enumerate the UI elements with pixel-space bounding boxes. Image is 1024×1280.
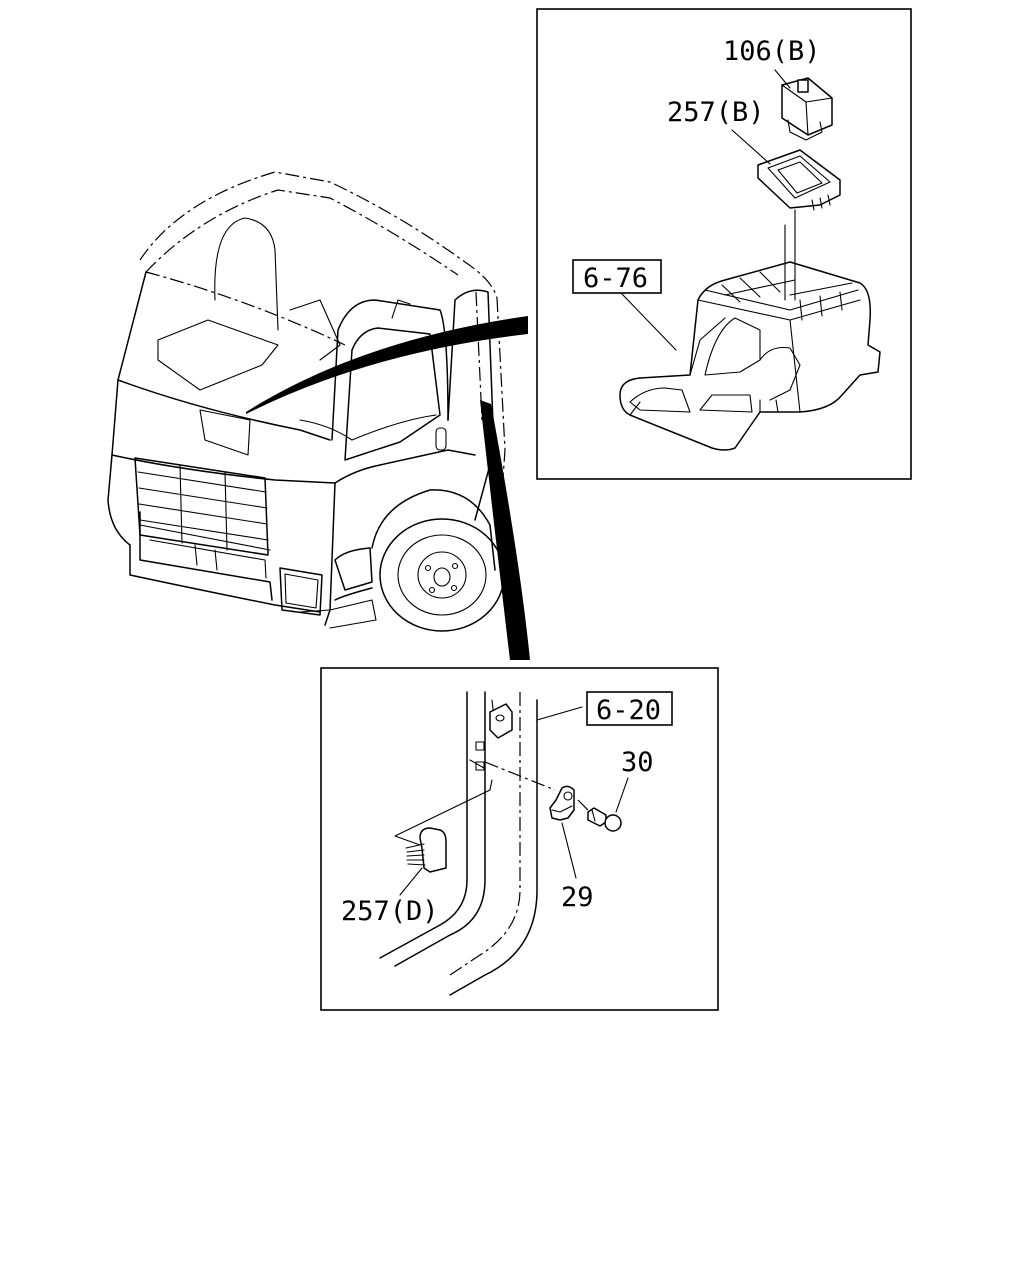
console-detail-panel: 106(B) 257(B) 6-76 <box>536 8 912 480</box>
label-switch-b: 106(B) <box>723 36 821 67</box>
bolt-part <box>587 807 622 832</box>
striker-part <box>549 785 575 821</box>
switch-part <box>781 77 833 141</box>
truck-cab-illustration <box>107 171 506 632</box>
label-bolt: 30 <box>621 747 654 778</box>
floor-console-part <box>619 261 881 451</box>
label-cap-d: 257(D) <box>341 896 439 927</box>
label-ref-console: 6-76 <box>583 263 648 294</box>
door-pillar-part <box>379 691 538 996</box>
switch-bezel-part <box>757 149 841 211</box>
label-bezel-b: 257(B) <box>667 97 765 128</box>
label-ref-door: 6-20 <box>596 695 661 726</box>
ref-box-door <box>586 691 673 726</box>
cap-part <box>405 827 447 873</box>
door-detail-panel: 6-20 30 29 257(D) <box>320 667 719 1011</box>
callout-beam-console <box>246 316 528 414</box>
callout-beam-door <box>480 400 530 660</box>
label-striker: 29 <box>561 882 594 913</box>
ref-box-console <box>572 259 662 294</box>
